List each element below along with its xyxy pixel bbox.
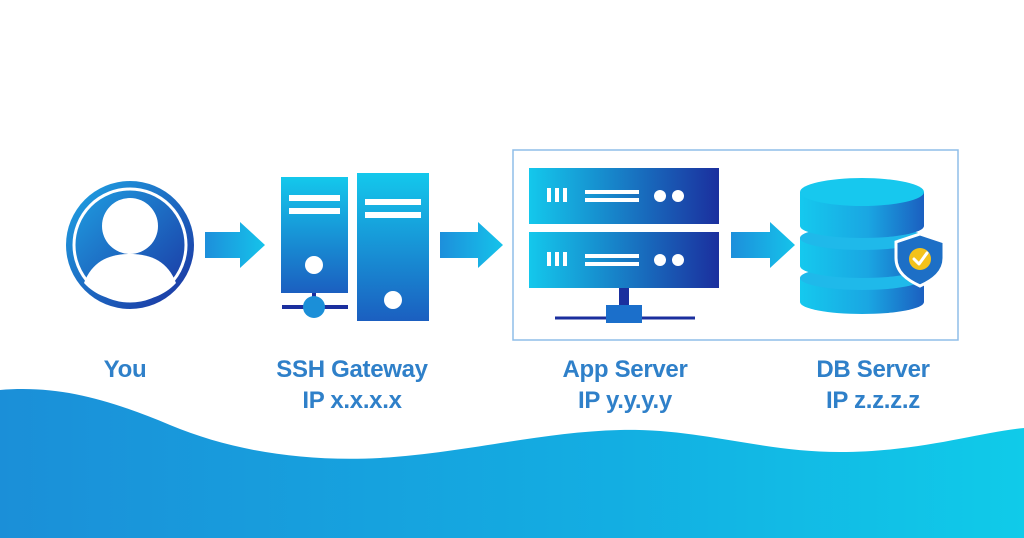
node-label-db-server: DB Server — [816, 356, 930, 383]
database-icon[interactable] — [800, 178, 924, 314]
caption-db-server: DB Server IP z.z.z.z — [783, 354, 963, 416]
node-ip-app-server: IP y.y.y.y — [578, 387, 672, 414]
caption-app-server: App Server IP y.y.y.y — [535, 354, 715, 416]
shield-check-icon — [894, 232, 946, 288]
arrow-ssh-to-app — [440, 222, 503, 268]
app-server-frame — [512, 149, 959, 341]
node-ip-db-server: IP z.z.z.z — [826, 387, 920, 414]
node-ip-ssh-gateway: IP x.x.x.x — [302, 387, 402, 414]
arrow-app-to-db — [731, 222, 795, 268]
caption-ssh-gateway: SSH Gateway IP x.x.x.x — [262, 354, 442, 416]
node-label-ssh-gateway: SSH Gateway — [276, 356, 428, 383]
node-label-you: You — [103, 356, 147, 383]
caption-you: You — [55, 354, 195, 385]
background-wave — [0, 389, 1024, 538]
arrow-you-to-ssh — [205, 222, 265, 268]
server-tower-icon[interactable] — [281, 173, 429, 321]
node-label-app-server: App Server — [562, 356, 688, 383]
rack-server-icon[interactable] — [529, 168, 719, 323]
user-icon[interactable] — [66, 181, 194, 309]
